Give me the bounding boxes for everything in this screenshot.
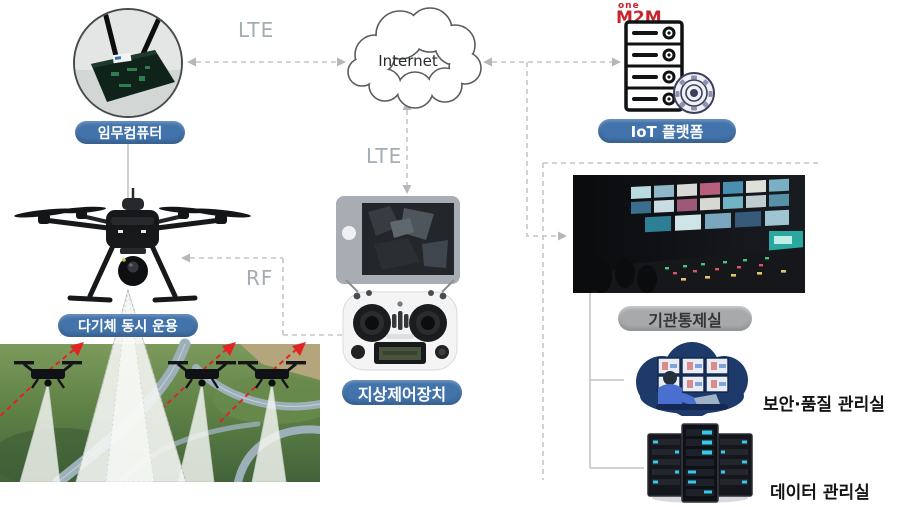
security-room-label: 보안·품질 관리실 <box>763 395 885 415</box>
data-room-label: 데이터 관리실 <box>770 483 870 503</box>
multi-drone-ops-badge: 다기체 동시 운용 <box>58 314 198 337</box>
iot-platform-badge: IoT 플랫폼 <box>598 119 736 143</box>
mission-computer-photo <box>73 8 183 118</box>
control-room-photo <box>573 175 805 293</box>
onem2m-logo-top: one <box>618 1 640 11</box>
mission-computer-board-illustration <box>75 10 181 116</box>
ground-control-station-illustration <box>336 196 460 371</box>
lte-label-mid: LTE <box>366 144 403 168</box>
iot-server-icon <box>624 20 715 114</box>
data-room-server-illustration <box>647 423 753 503</box>
main-scan-cone <box>75 288 187 482</box>
drone-illustration <box>14 188 251 303</box>
internet-cloud-icon <box>347 7 482 109</box>
small-drone-icons <box>14 359 308 390</box>
mission-computer-badge: 임무컴퓨터 <box>75 121 185 144</box>
ground-control-badge: 지상제어장치 <box>342 380 462 405</box>
lte-label-top: LTE <box>238 18 275 42</box>
internet-label: Internet <box>378 52 438 70</box>
rf-label: RF <box>246 266 274 290</box>
security-room-illustration <box>636 342 748 416</box>
control-room-badge: 기관통제실 <box>618 306 752 331</box>
globe-icon <box>673 72 715 114</box>
